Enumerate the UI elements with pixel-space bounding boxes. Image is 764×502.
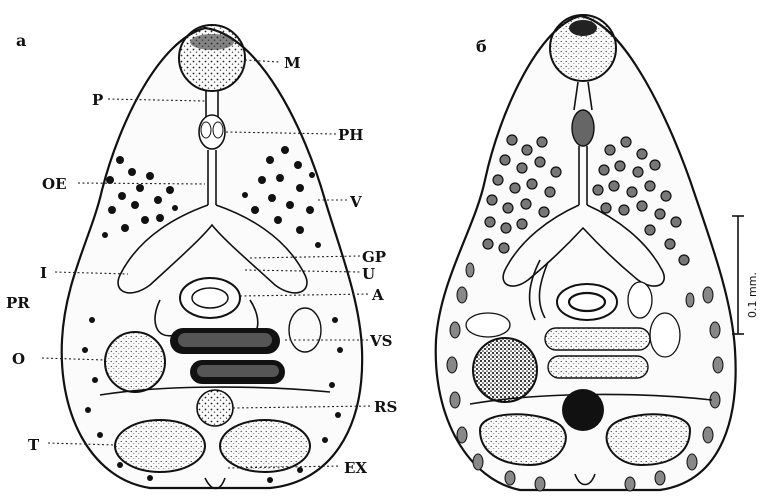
label-O: O [12,350,25,368]
label-PR: PR [6,294,30,312]
label-EX: EX [344,459,367,477]
scale-bar-label: 0.1 mm. [746,272,759,318]
label-VS: VS [369,332,392,350]
label-T: T [28,436,40,454]
seminal-vesicle-b [545,328,650,350]
ovary-a [105,332,165,392]
label-M: M [284,54,301,72]
panel-label-b: б [476,37,487,56]
label-PH: PH [338,126,363,144]
label-V: V [349,193,362,211]
testis-right-a [220,420,310,472]
scale-bar: 0.1 mm. [732,216,759,334]
testis-left-a [115,420,205,472]
label-U: U [362,265,375,283]
figure-a [62,25,362,489]
seminal-receptacle-b [562,389,604,431]
figure-b: б [436,15,736,491]
acetabulum-a [180,278,240,318]
pharynx-a [199,115,225,149]
seminal-receptacle-a [197,390,233,426]
label-A: A [371,286,384,304]
label-P: P [92,91,103,109]
ovary-b [473,338,537,402]
pharynx-b [572,110,594,146]
acetabulum-b [557,284,617,320]
panel-label-a: а [16,31,26,50]
label-GP: GP [362,248,386,266]
label-I: I [40,264,47,282]
label-OE: OE [42,175,67,193]
label-RS: RS [374,398,397,416]
